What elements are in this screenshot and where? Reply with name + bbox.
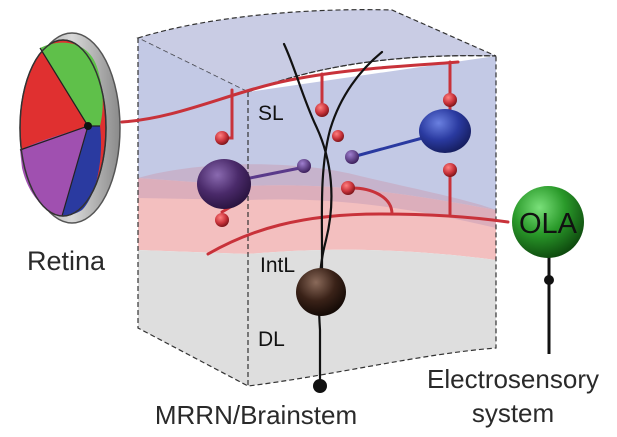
layer-dl-label: DL (258, 328, 285, 351)
layer-sl-label: SL (258, 102, 284, 125)
bulb-left (215, 131, 229, 145)
electrosensory-label-line1: Electrosensory (427, 364, 599, 394)
blue-neuron-terminal (345, 150, 359, 164)
retina-quadrant-green (40, 42, 103, 126)
layer-dl-band (138, 249, 496, 386)
cells (197, 93, 471, 316)
bulb-blue-top (443, 93, 457, 107)
bulb-blue-bottom (443, 163, 457, 177)
ola: OLA (512, 186, 584, 354)
purple-neuron-soma (197, 159, 251, 209)
intl-axon (206, 212, 510, 256)
axon-ola-branch (350, 186, 394, 216)
sl-axon (120, 60, 460, 124)
bulb-sl-mid (332, 130, 344, 142)
ola-stalk-knob (544, 275, 554, 285)
tectum-block (136, 9, 497, 387)
mrrn-terminal (313, 379, 327, 393)
retina-optic-disc (84, 122, 92, 130)
ola-label: OLA (519, 208, 578, 240)
block-edges (137, 38, 497, 387)
bulb-purple-bottom (215, 213, 229, 227)
purple-neuron-terminal (297, 159, 311, 173)
bulb-mid (341, 181, 355, 195)
retina-label: Retina (27, 246, 106, 276)
blue-neuron-soma (419, 109, 471, 153)
retina-quadrant-purple (20, 126, 88, 216)
electrosensory-label-line2: system (472, 398, 554, 428)
mrrn-label: MRRN/Brainstem (155, 400, 357, 430)
blue-neuron-neurite (355, 134, 431, 158)
layer-intl-label: IntL (260, 254, 295, 277)
brown-neuron-soma (296, 268, 346, 316)
retina (19, 32, 121, 224)
retinal-axons (120, 60, 510, 256)
bulb-sl-top (315, 103, 329, 117)
ola-sphere (512, 186, 584, 258)
